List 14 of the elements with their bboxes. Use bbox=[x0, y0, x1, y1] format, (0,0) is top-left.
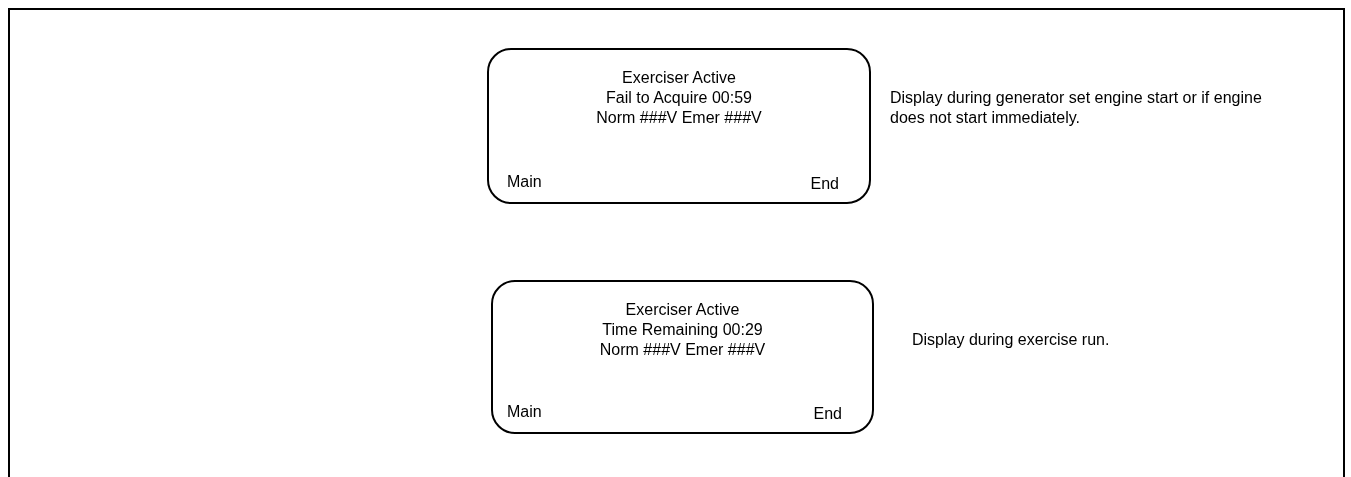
display-status-line: Time Remaining 00:29 bbox=[602, 321, 763, 338]
display-screen bbox=[487, 48, 871, 204]
display-status-line: Fail to Acquire 00:59 bbox=[606, 89, 752, 106]
softkey-label: Main bbox=[507, 172, 542, 192]
display-heading: Exerciser Active bbox=[625, 301, 740, 318]
description-text: Display during exercise run. bbox=[912, 330, 1111, 350]
display-voltage-line: Norm ###V Emer ###V bbox=[596, 109, 762, 126]
description-text: Display during generator set engine start or if engine does not start immediately. bbox=[890, 88, 1263, 128]
display-screen bbox=[491, 280, 874, 434]
softkey-label: End bbox=[813, 404, 842, 424]
display-voltage-line: Norm ###V Emer ###V bbox=[599, 341, 766, 358]
softkey-label: End bbox=[810, 174, 839, 194]
softkey-label: Main bbox=[507, 402, 542, 422]
display-heading: Exerciser Active bbox=[622, 69, 736, 86]
